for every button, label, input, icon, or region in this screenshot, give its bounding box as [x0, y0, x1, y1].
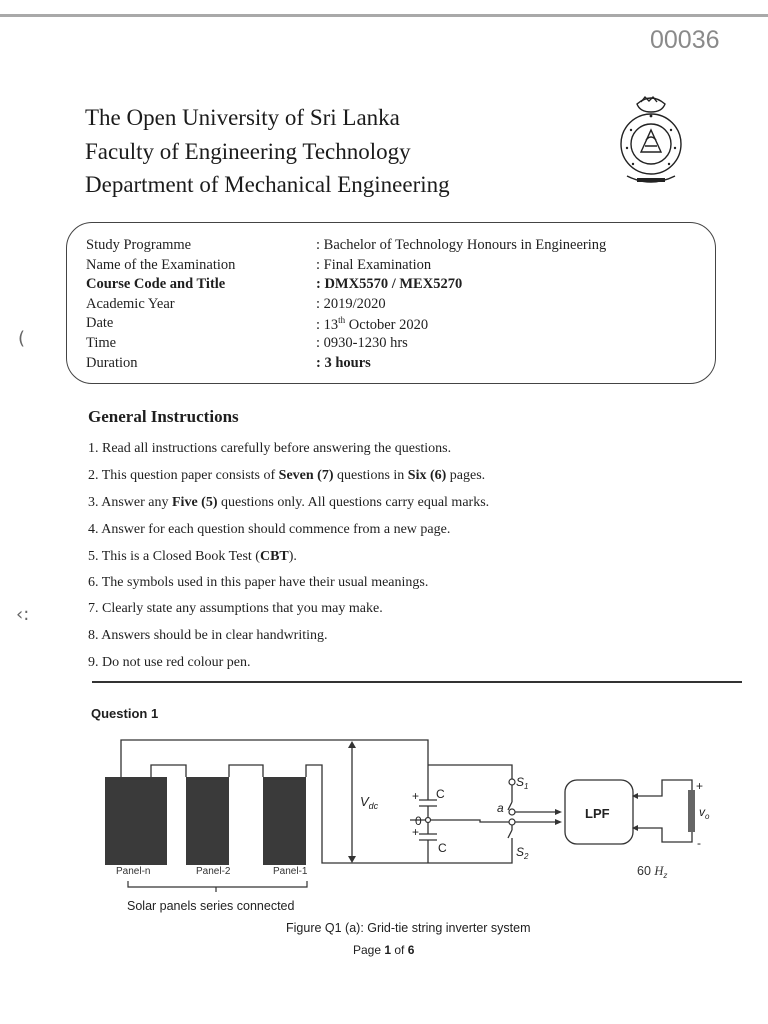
lpf-label: LPF	[585, 806, 610, 821]
cap1-label: C	[436, 787, 445, 801]
instruction-item: 2. This question paper consists of Seven…	[88, 468, 486, 483]
info-key: Duration	[86, 355, 138, 371]
instruction-item: 3. Answer any Five (5) questions only. A…	[88, 495, 490, 510]
info-value: : 3 hours	[316, 355, 371, 371]
department-name: Department of Mechanical Engineering	[85, 172, 450, 197]
page-number: Page 1 of 6	[353, 943, 415, 957]
cap2-label: C	[438, 841, 447, 855]
info-key: Name of the Examination	[86, 257, 236, 273]
instruction-item: 5. This is a Closed Book Test (CBT).	[88, 549, 297, 564]
frequency-label: 60 Hz	[637, 864, 667, 880]
switch-s1-label: S1	[516, 775, 528, 791]
info-key: Study Programme	[86, 237, 192, 253]
instruction-item: 1. Read all instructions carefully befor…	[88, 441, 452, 456]
info-value: : 2019/2020	[316, 296, 386, 312]
panel-n-icon	[105, 777, 167, 865]
panel-label: Panel-2	[196, 866, 231, 877]
info-key: Time	[86, 335, 117, 351]
node-a-label: a	[497, 801, 504, 815]
info-value: : Bachelor of Technology Honours in Engi…	[316, 237, 607, 253]
university-name: The Open University of Sri Lanka	[85, 105, 400, 130]
vo-label: vo	[699, 805, 710, 821]
output-minus: -	[697, 836, 701, 850]
info-value: : 0930-1230 hrs	[316, 335, 408, 351]
info-value: : 13th October 2020	[316, 315, 429, 333]
document-number: 00036	[650, 26, 720, 54]
info-value: : DMX5570 / MEX5270	[316, 276, 463, 292]
panel-2-icon	[186, 777, 229, 865]
info-key: Date	[86, 315, 114, 331]
margin-punch-mark: ‹:	[16, 604, 30, 625]
panel-label: Panel-n	[116, 866, 150, 877]
scan-top-edge	[0, 14, 768, 17]
info-value: : Final Examination	[316, 257, 432, 273]
instruction-item: 8. Answers should be in clear handwritin…	[88, 628, 328, 643]
vdc-label: Vdc	[360, 794, 379, 811]
switch-s2-label: S2	[516, 845, 529, 861]
node-zero-label: 0	[415, 814, 422, 828]
output-plus: +	[696, 779, 703, 793]
question-heading: Question 1	[91, 706, 159, 721]
instruction-item: 9. Do not use red colour pen.	[88, 655, 251, 670]
instruction-item: 7. Clearly state any assumptions that yo…	[88, 601, 383, 616]
panel-label: Panel-1	[273, 866, 308, 877]
exam-details-box	[66, 222, 716, 384]
figure-caption: Figure Q1 (a): Grid-tie string inverter …	[286, 921, 531, 935]
info-key: Academic Year	[86, 296, 175, 312]
general-instructions-heading: General Instructions	[88, 407, 239, 426]
info-key: Course Code and Title	[86, 276, 226, 292]
section-divider	[92, 681, 742, 683]
cap2-plus: +	[412, 825, 419, 839]
instruction-item: 4. Answer for each question should comme…	[88, 522, 451, 537]
panels-note: Solar panels series connected	[127, 899, 295, 913]
margin-punch-mark: (	[18, 328, 26, 349]
instruction-item: 6. The symbols used in this paper have t…	[88, 575, 429, 590]
university-seal-icon	[620, 95, 682, 183]
panel-1-icon	[263, 777, 306, 865]
inverter-circuit-diagram: Panel-n Panel-2 Panel-1 Solar panels ser…	[105, 739, 710, 913]
faculty-name: Faculty of Engineering Technology	[85, 139, 411, 164]
solar-panels	[105, 777, 306, 865]
panels-bracket	[127, 881, 308, 892]
cap1-plus: +	[412, 789, 419, 803]
